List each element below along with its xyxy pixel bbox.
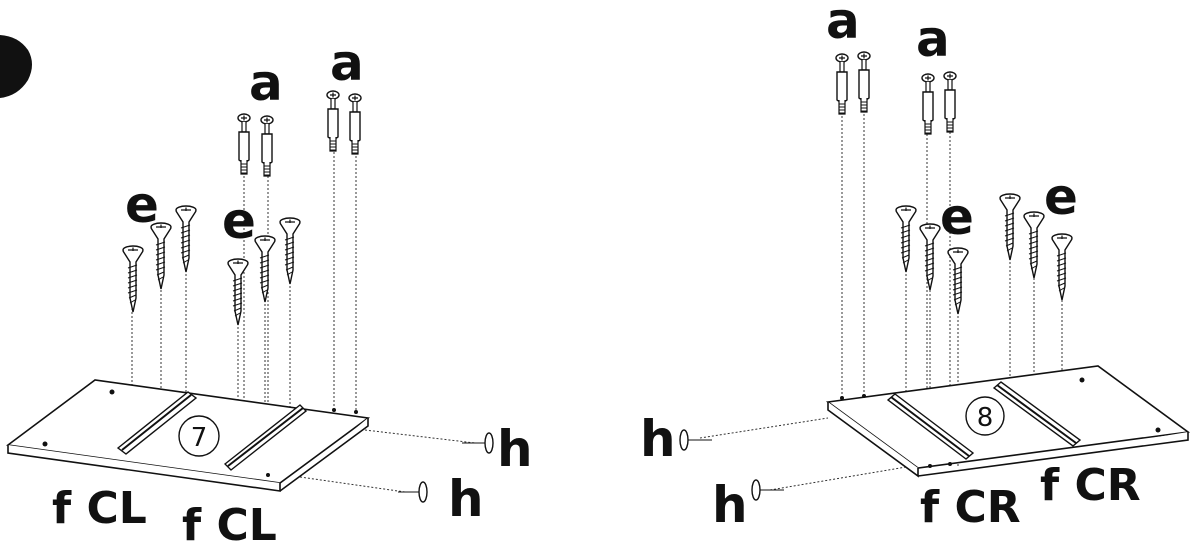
screw-icon: [254, 235, 276, 303]
label-h: h: [497, 420, 533, 478]
label-f: f CR: [1040, 460, 1141, 511]
label-h: h: [712, 476, 748, 534]
cam-bolt-icon: [857, 51, 871, 113]
screw-icon: [122, 245, 144, 313]
screw-icon: [947, 247, 969, 315]
label-e: e: [1044, 168, 1078, 226]
drawer-rail-icon: [886, 381, 1082, 460]
label-f: f CL: [182, 500, 277, 550]
right-assembly: 8 a a e e h h f CR f CR: [640, 0, 1191, 534]
label-e: e: [940, 188, 974, 246]
screw-icon: [919, 223, 941, 291]
screw-icon: [279, 217, 301, 285]
label-h: h: [640, 410, 676, 468]
label-a: a: [826, 0, 860, 50]
step-number-badge: [178, 415, 220, 457]
drawer-rail-icon: [116, 391, 308, 471]
screw-icon: [175, 205, 197, 273]
step-number: 7: [191, 423, 208, 453]
label-a: a: [330, 34, 364, 92]
nail-icon: [398, 481, 428, 503]
step-number-badge: [965, 396, 1005, 436]
label-e: e: [125, 176, 159, 234]
step-number: 8: [977, 403, 994, 433]
left-assembly: 7 a a e e h h f CL f CL: [5, 34, 533, 550]
cam-bolt-icon: [348, 93, 362, 155]
label-e: e: [222, 192, 256, 250]
label-f: f CR: [920, 482, 1021, 533]
screw-icon: [1051, 233, 1073, 301]
right-panel: [825, 365, 1191, 469]
black-step-tab-icon: [0, 35, 32, 98]
label-a: a: [916, 10, 950, 68]
cam-bolt-icon: [326, 90, 340, 152]
screw-icon: [227, 258, 249, 326]
screw-icon: [999, 193, 1021, 261]
cam-bolt-icon: [835, 53, 849, 115]
screw-icon: [895, 205, 917, 273]
cam-bolt-icon: [260, 115, 274, 177]
label-f: f CL: [52, 483, 147, 534]
nail-icon: [751, 479, 784, 501]
label-a: a: [249, 54, 283, 112]
nail-icon: [462, 432, 494, 454]
cam-bolt-icon: [943, 71, 957, 133]
nail-icon: [679, 429, 712, 451]
label-h: h: [448, 470, 484, 528]
cam-bolt-icon: [237, 113, 251, 175]
screw-icon: [1023, 211, 1045, 279]
cam-bolt-icon: [921, 73, 935, 135]
